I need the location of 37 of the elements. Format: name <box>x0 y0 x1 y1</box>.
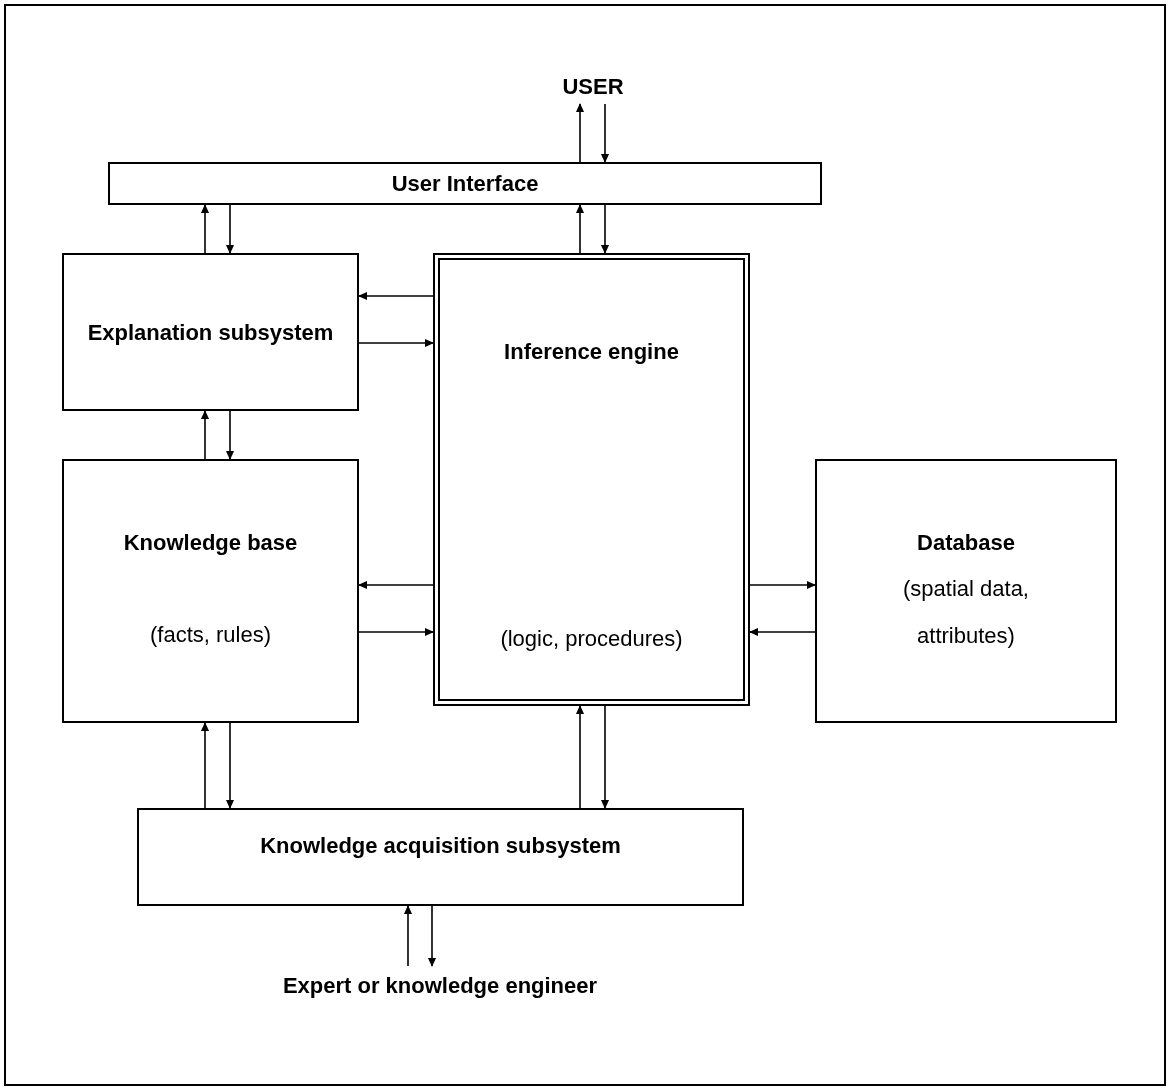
process-box <box>62 459 359 723</box>
box-description: (spatial data, attributes) <box>902 575 1030 650</box>
arrow <box>601 204 609 254</box>
arrow <box>601 103 609 163</box>
arrow <box>201 410 209 460</box>
arrow <box>226 204 234 254</box>
arrow <box>749 628 816 636</box>
arrow <box>749 581 816 589</box>
box-title: Knowledge acquisition subsystem <box>259 832 622 860</box>
box-title: Knowledge base <box>122 529 299 557</box>
box-title: Inference engine <box>503 338 680 366</box>
box-text: User Interface <box>390 170 540 198</box>
box-description: (facts, rules) <box>149 621 272 649</box>
arrow <box>404 905 412 967</box>
box-description: (logic, procedures) <box>499 625 684 653</box>
arrow <box>358 339 434 347</box>
arrow <box>201 204 209 254</box>
box-text: Expert or knowledge engineer <box>281 971 599 1000</box>
engine-box <box>433 253 750 706</box>
process-box <box>62 253 359 411</box>
arrow <box>576 705 584 809</box>
process-box <box>108 162 822 205</box>
arrow <box>576 204 584 254</box>
box-text: USER <box>561 72 625 101</box>
arrow <box>226 410 234 460</box>
arrow <box>601 705 609 809</box>
arrow <box>428 905 436 967</box>
arrow <box>358 581 434 589</box>
arrow <box>226 722 234 809</box>
arrow <box>201 722 209 809</box>
arrow <box>358 292 434 300</box>
process-box <box>815 459 1117 723</box>
process-box <box>137 808 744 906</box>
box-text: Explanation subsystem <box>86 318 335 347</box>
arrow <box>576 103 584 163</box>
box-title: Database <box>916 529 1016 557</box>
arrow <box>358 628 434 636</box>
